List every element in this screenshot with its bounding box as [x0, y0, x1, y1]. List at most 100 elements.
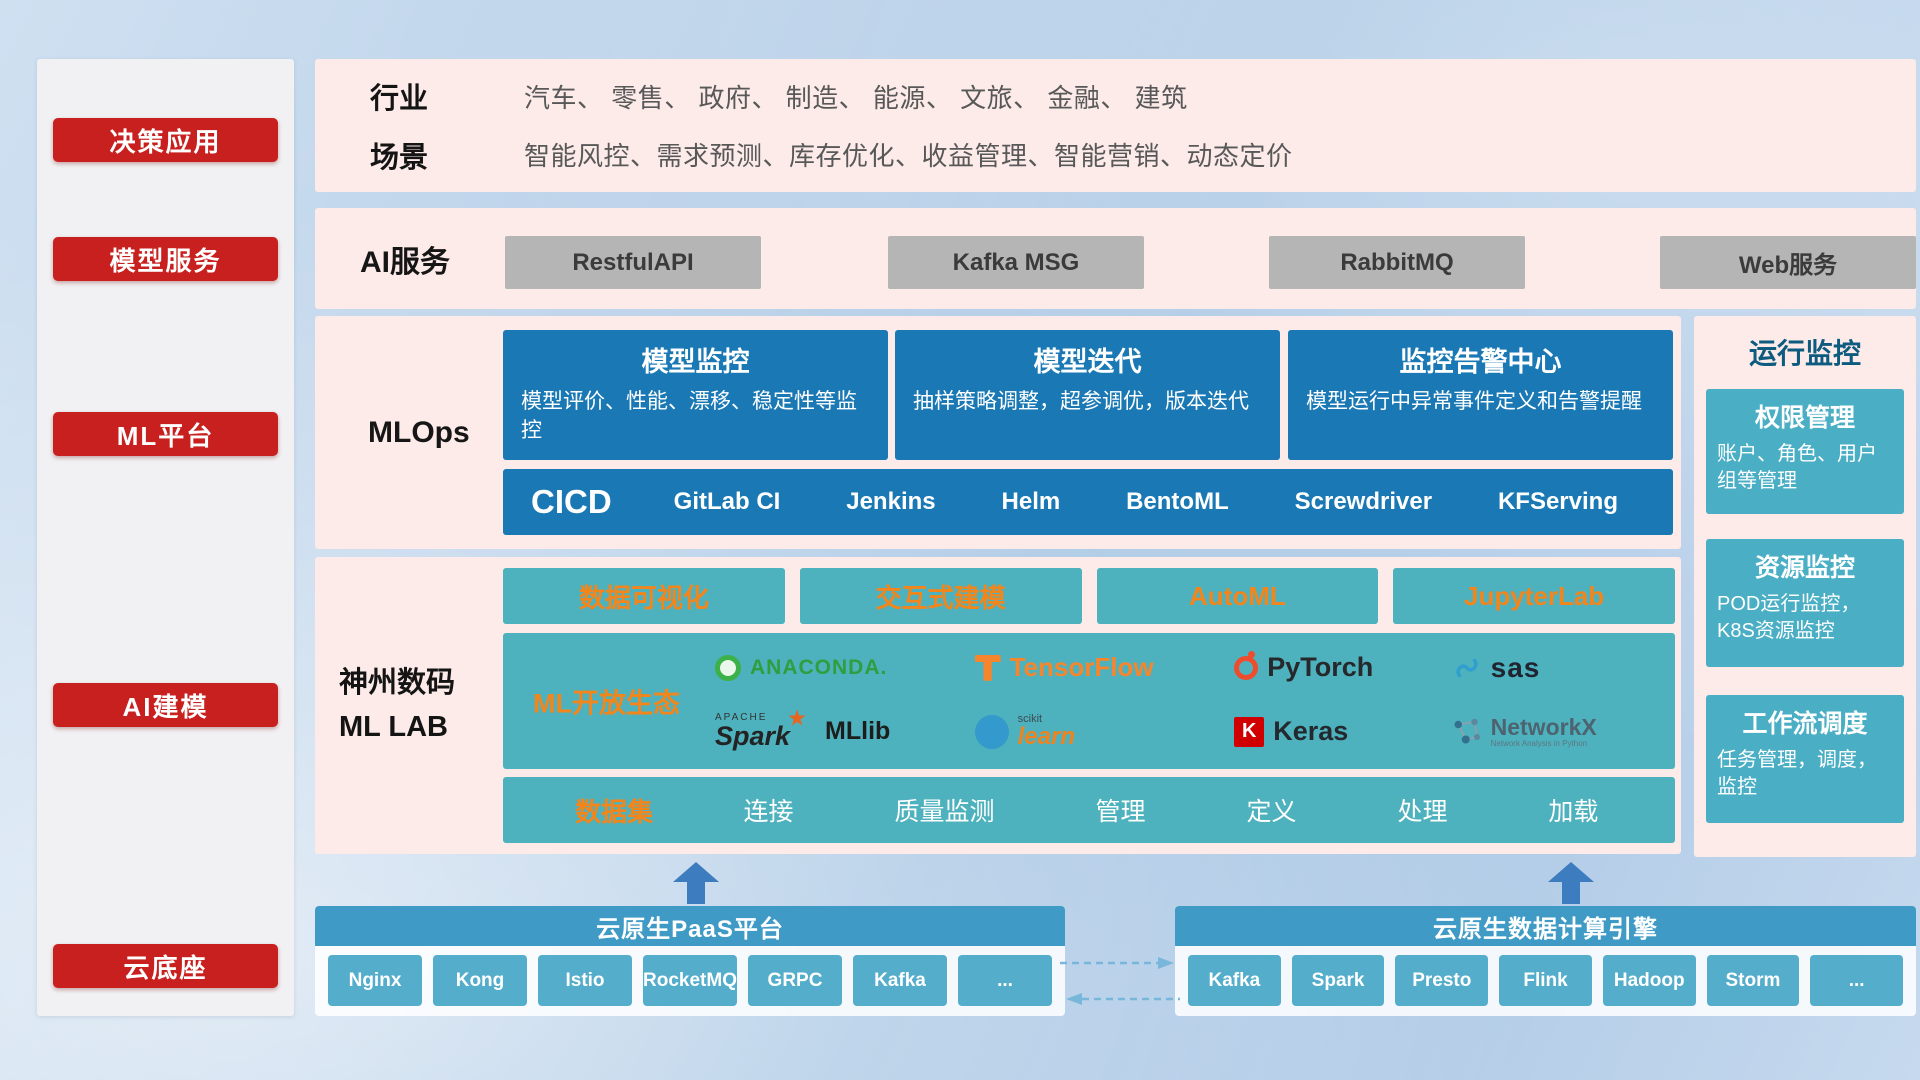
paas-item: Nginx	[328, 955, 422, 1006]
anaconda-icon	[715, 654, 741, 681]
dataset-item: 定义	[1246, 798, 1297, 826]
arrow-head	[673, 862, 719, 882]
ai-service-item: RabbitMQ	[1269, 236, 1525, 289]
arrow-head	[1548, 862, 1594, 882]
mllib-label: MLlib	[825, 717, 891, 746]
ml-open-ecosystem-box: ML开放生态 ANACONDA. TensorFlow PyTorch	[503, 633, 1675, 769]
cicd-item: Helm	[1001, 488, 1061, 515]
ml-open-ecosystem-label: ML开放生态	[533, 688, 680, 719]
tool-interactive-modeling: 交互式建模	[799, 568, 1082, 624]
mlops-band: MLOps 模型监控 模型评价、性能、漂移、稳定性等监控 模型迭代 抽样策略调整…	[315, 316, 1681, 549]
scikit-learn-logo: scikit learn	[974, 714, 1229, 749]
sidebar-item-ai-modeling: AI建模	[53, 683, 278, 727]
pytorch-label: PyTorch	[1267, 652, 1374, 683]
workflow-scheduling-card: 工作流调度 任务管理，调度，监控	[1706, 695, 1904, 823]
tool-jupyterlab: JupyterLab	[1393, 568, 1675, 624]
card-desc: POD运行监控，K8S资源监控	[1717, 593, 1861, 642]
spark-mllib-logo: APACHE Spark MLlib	[715, 709, 969, 752]
model-monitoring-card: 模型监控 模型评价、性能、漂移、稳定性等监控	[503, 330, 888, 460]
sas-label: sas	[1490, 651, 1541, 683]
engine-item: Kafka	[1188, 955, 1281, 1006]
scene-label: 场景	[370, 141, 429, 174]
anaconda-label: ANACONDA.	[750, 655, 888, 679]
pytorch-icon	[1234, 650, 1259, 680]
cicd-item: Screwdriver	[1294, 488, 1433, 515]
dashed-arrow-left	[1066, 993, 1180, 1005]
keras-icon: K	[1234, 716, 1265, 747]
dashed-arrow-right	[1060, 957, 1174, 969]
permission-management-card: 权限管理 账户、角色、用户组等管理	[1706, 389, 1904, 514]
ai-service-item: Web服务	[1660, 236, 1916, 289]
ai-service-item: RestfulAPI	[505, 236, 761, 289]
engine-item: Storm	[1706, 955, 1800, 1006]
spark-label: Spark	[715, 721, 791, 752]
cicd-item: Jenkins	[846, 488, 936, 515]
dataset-label: 数据集	[575, 796, 654, 827]
dataset-item: 管理	[1095, 798, 1146, 826]
card-title: 模型迭代	[1033, 347, 1142, 377]
sidebar-item-cloud-base: 云底座	[53, 944, 278, 988]
dataset-items: 连接 质量监测 管理 定义 处理 加载	[693, 792, 1649, 828]
resource-monitoring-card: 资源监控 POD运行监控，K8S资源监控	[1706, 539, 1904, 667]
sidebar-item-decision-apps: 决策应用	[53, 118, 278, 162]
scikit-learn-icon	[974, 714, 1009, 749]
industry-text: 汽车、 零售、 政府、 制造、 能源、 文旅、 金融、 建筑	[524, 82, 1188, 113]
paas-item: Kafka	[853, 955, 947, 1006]
paas-item: Istio	[538, 955, 632, 1006]
tensorflow-icon	[974, 654, 1001, 681]
dataset-item: 质量监测	[894, 798, 995, 826]
paas-items: Nginx Kong Istio RocketMQ GRPC Kafka ...	[328, 955, 1052, 1006]
card-desc: 任务管理，调度，监控	[1717, 749, 1877, 798]
card-desc: 模型评价、性能、漂移、稳定性等监控	[521, 390, 857, 443]
networkx-subtitle: Network Analysis in Python	[1490, 739, 1588, 748]
apache-label: APACHE	[715, 712, 768, 724]
tool-automl: AutoML	[1096, 568, 1379, 624]
ml-lab-label-line1: 神州数码	[339, 666, 456, 699]
keras-k: K	[1242, 720, 1257, 743]
card-title: 监控告警中心	[1399, 347, 1562, 377]
industry-row: 行业 汽车、 零售、 政府、 制造、 能源、 文旅、 金融、 建筑	[370, 75, 1916, 117]
anaconda-logo: ANACONDA.	[715, 654, 969, 681]
up-arrow-icon	[1548, 862, 1594, 904]
arrow-stem	[687, 882, 705, 904]
engine-item: Presto	[1395, 955, 1489, 1006]
ml-lab-label-line2: ML LAB	[339, 711, 449, 744]
tool-data-visualization: 数据可视化	[503, 568, 785, 624]
spark-star-icon	[788, 709, 806, 726]
card-title: 资源监控	[1754, 554, 1855, 582]
engine-item: Flink	[1499, 955, 1592, 1006]
card-desc: 账户、角色、用户组等管理	[1717, 443, 1877, 492]
dataset-item: 处理	[1397, 798, 1448, 826]
card-desc: 模型运行中异常事件定义和告警提醒	[1306, 390, 1642, 413]
sidebar-item-model-service: 模型服务	[53, 237, 278, 281]
tensorflow-logo: TensorFlow	[974, 652, 1229, 683]
card-title: 权限管理	[1754, 404, 1855, 432]
pytorch-logo: PyTorch	[1234, 650, 1445, 683]
ml-lab-tools: 数据可视化 交互式建模 AutoML JupyterLab	[503, 568, 1675, 624]
cicd-item: KFServing	[1497, 488, 1618, 515]
sas-logo: sas	[1452, 652, 1663, 684]
keras-label: Keras	[1273, 716, 1349, 747]
sas-icon	[1456, 658, 1478, 678]
dataset-bar: 数据集 连接 质量监测 管理 定义 处理 加载	[503, 777, 1675, 843]
cicd-item: GitLab CI	[673, 488, 781, 515]
ml-lab-label: 神州数码 ML LAB	[339, 661, 455, 751]
cicd-items: GitLab CI Jenkins Helm BentoML Screwdriv…	[674, 488, 1618, 516]
runtime-monitoring-title: 运行监控	[1748, 338, 1861, 369]
engine-items: Kafka Spark Presto Flink Hadoop Storm ..…	[1188, 955, 1904, 1006]
model-iteration-card: 模型迭代 抽样策略调整，超参调优，版本迭代	[895, 330, 1280, 460]
scene-row: 场景 智能风控、需求预测、库存优化、收益管理、智能营销、动态定价	[370, 134, 1916, 176]
data-engine-bar: 云原生数据计算引擎	[1175, 906, 1916, 946]
data-engine-title: 云原生数据计算引擎	[1433, 915, 1658, 943]
card-title: 工作流调度	[1742, 710, 1868, 738]
cicd-item: BentoML	[1126, 488, 1229, 515]
paas-item: GRPC	[748, 955, 842, 1006]
mlops-label: MLOps	[368, 415, 470, 449]
dashed-exchange-arrows	[1060, 957, 1180, 1005]
scene-text: 智能风控、需求预测、库存优化、收益管理、智能营销、动态定价	[524, 141, 1293, 172]
spark-wordmark: APACHE Spark	[715, 709, 806, 752]
cicd-bar: CICD GitLab CI Jenkins Helm BentoML Scre…	[503, 469, 1673, 535]
ml-ecosystem-logos: ANACONDA. TensorFlow PyTorch sas	[715, 637, 1663, 765]
runtime-monitoring-panel: 运行监控 权限管理 账户、角色、用户组等管理 资源监控 POD运行监控，K8S资…	[1694, 316, 1916, 857]
dataset-item: 连接	[743, 798, 794, 826]
